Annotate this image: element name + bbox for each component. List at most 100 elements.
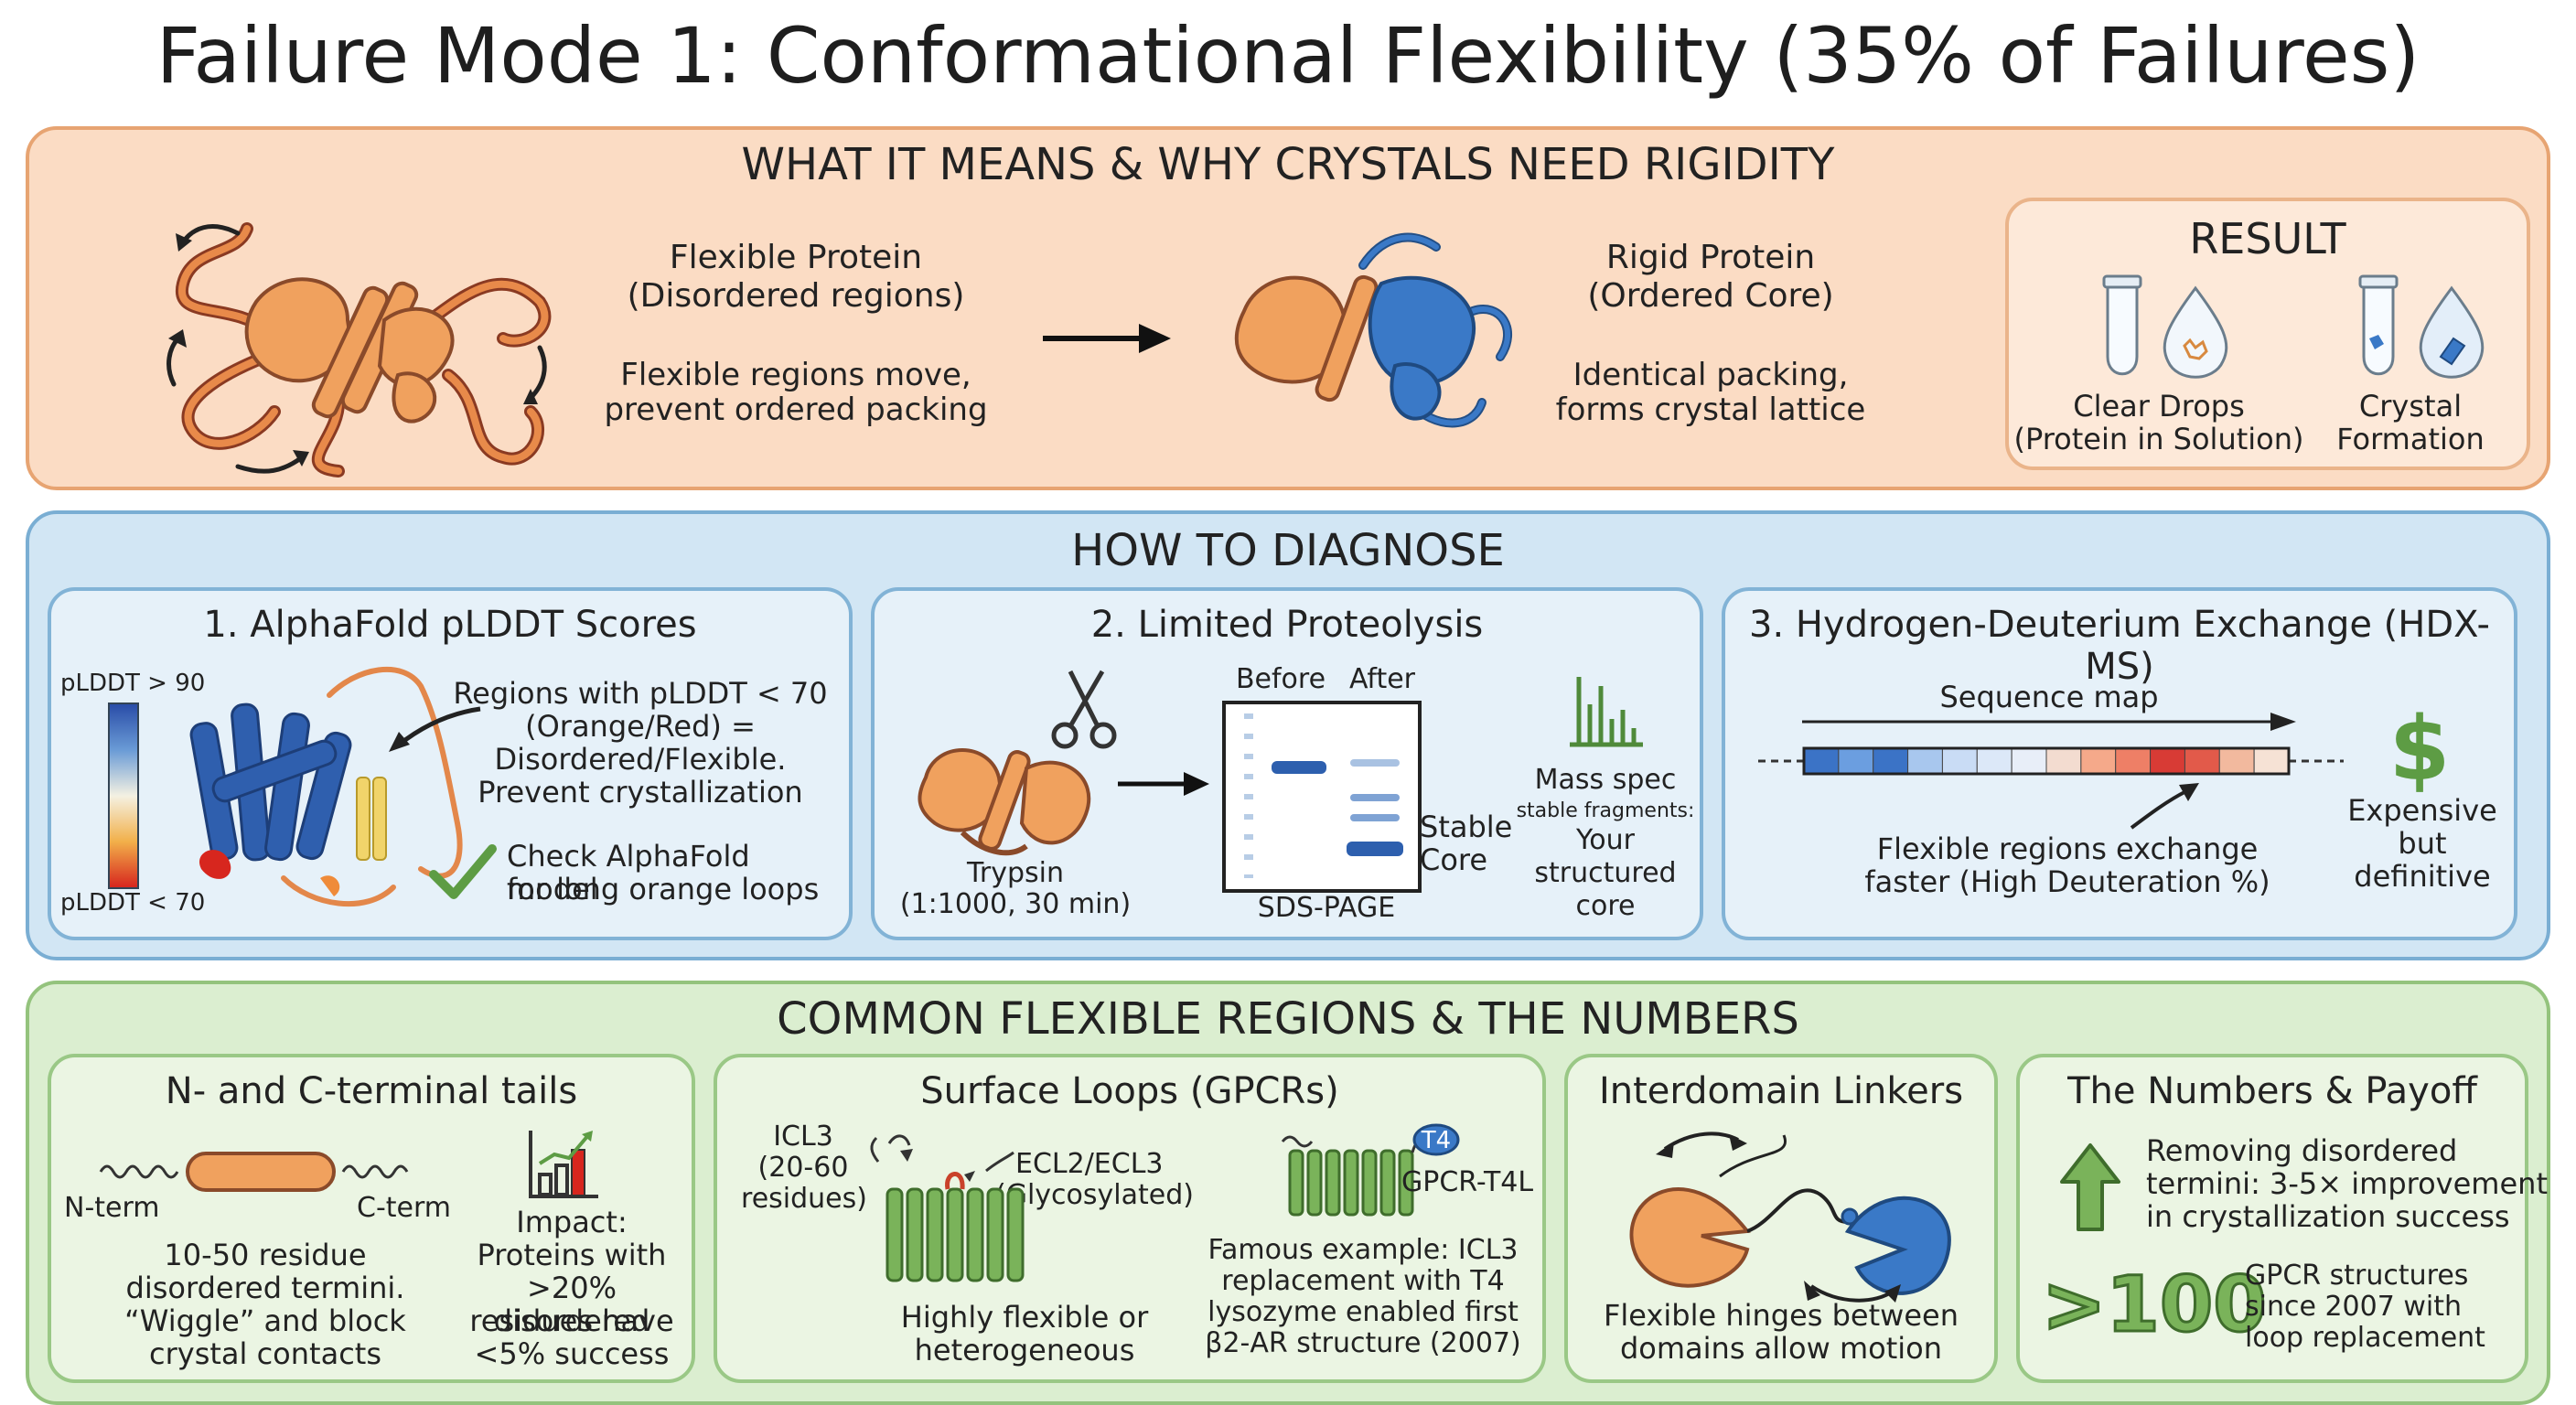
flexible-protein-title-1: Flexible Protein — [669, 239, 923, 276]
alphafold-desc-3: Disordered/Flexible. — [494, 742, 787, 777]
icl3-label-1: ICL3 — [773, 1121, 833, 1153]
hdx-cost-2: but definitive — [2354, 826, 2491, 894]
flexible-protein-illustration — [166, 222, 552, 477]
plddt-color-scale — [108, 702, 139, 889]
c-term-label: C-term — [357, 1192, 452, 1224]
structured-core-label-3: core — [1575, 890, 1636, 922]
alphafold-card: 1. AlphaFold pLDDT Scores — [48, 587, 853, 940]
surface-loops-card: Surface Loops (GPCRs) — [714, 1054, 1546, 1383]
rigid-protein-desc-1: Identical packing, — [1572, 357, 1849, 393]
trypsin-label: Trypsin — [966, 857, 1065, 889]
crystal-formation-label-2: Formation — [2336, 422, 2485, 456]
flexible-protein-desc-2: prevent ordered packing — [604, 391, 988, 428]
proteolysis-title: 2. Limited Proteolysis — [1090, 604, 1484, 646]
sequence-segment — [2080, 747, 2117, 775]
famous-example-2: replacement with T4 — [1221, 1265, 1505, 1297]
proteolysis-protein-illustration — [918, 748, 1091, 856]
right-arrow-icon — [1118, 772, 1209, 796]
interdomain-linker-illustration — [1629, 1132, 1951, 1303]
sequence-segment — [2115, 747, 2152, 775]
trypsin-conditions: (1:1000, 30 min) — [899, 888, 1132, 920]
impact-line-2: Proteins with — [477, 1238, 667, 1272]
sequence-segment — [1976, 747, 2012, 775]
stable-core-label-2: Core — [1420, 842, 1488, 877]
checkmark-icon — [429, 844, 497, 899]
linkers-desc-2: domains allow motion — [1619, 1331, 1943, 1366]
ecl-label-1: ECL2/ECL3 — [1015, 1148, 1164, 1180]
famous-example-4: β2-AR structure (2007) — [1205, 1327, 1521, 1359]
hdx-cost-1: Expensive — [2347, 793, 2497, 828]
t4-badge: T4 — [1421, 1127, 1452, 1154]
structured-core-label-1: Your — [1575, 824, 1636, 856]
icl3-label-3: residues) — [741, 1183, 867, 1215]
numbers-payoff-title: The Numbers & Payoff — [2067, 1070, 2477, 1112]
meaning-heading: WHAT IT MEANS & WHY CRYSTALS NEED RIGIDI… — [741, 139, 1835, 190]
gpcr-line-3: loop replacement — [2245, 1322, 2485, 1354]
sequence-map-arrow — [1802, 713, 2296, 731]
impact-line-5: <5% success — [474, 1336, 670, 1371]
removing-line-2: termini: 3-5× improvement — [2146, 1166, 2548, 1201]
sequence-segment — [2045, 747, 2082, 775]
terminal-tails-illustration — [99, 1152, 409, 1192]
n-term-label: N-term — [64, 1192, 160, 1224]
hdx-desc-1: Flexible regions exchange — [1876, 831, 2259, 866]
mass-spec-icon — [1570, 677, 1643, 747]
gpcr-line-1: GPCR structures — [2245, 1260, 2469, 1292]
ecl-label-2: (Glycosylated) — [995, 1179, 1194, 1211]
tails-desc-2: disordered termini. — [125, 1271, 405, 1305]
gpcr-line-2: since 2007 with — [2245, 1291, 2462, 1323]
alphafold-title: 1. AlphaFold pLDDT Scores — [203, 604, 697, 646]
sequence-segment — [2011, 747, 2047, 775]
svg-text:$: $ — [2389, 698, 2451, 800]
up-arrow-icon — [2060, 1143, 2120, 1231]
interdomain-linkers-title: Interdomain Linkers — [1598, 1070, 1964, 1112]
diagnose-heading: HOW TO DIAGNOSE — [1071, 525, 1505, 576]
sequence-segment — [2253, 747, 2290, 775]
sequence-segment — [2150, 747, 2185, 775]
impact-line-3: >20% disordered — [493, 1271, 650, 1338]
linkers-desc-1: Flexible hinges between — [1604, 1298, 1959, 1333]
sequence-segment — [1907, 747, 1943, 775]
gel-after-label: After — [1348, 663, 1416, 695]
hdx-desc-2: faster (High Deuteration %) — [1864, 864, 2270, 899]
scissors-icon — [1051, 670, 1117, 749]
sds-page-label: SDS-PAGE — [1257, 892, 1396, 924]
alphafold-desc-2: (Orange/Red) = — [525, 709, 756, 744]
sequence-segment — [1873, 747, 1909, 775]
loops-flex-2: heterogeneous — [914, 1333, 1135, 1367]
alphafold-desc-4: Prevent crystallization — [478, 775, 803, 810]
clear-drop-tube-icon — [2102, 274, 2228, 379]
gpcr-t4l-illustration — [1281, 1123, 1460, 1217]
sequence-segment — [1803, 747, 1840, 775]
page-title: Failure Mode 1: Conformational Flexibili… — [156, 11, 2420, 101]
rigid-protein-illustration — [1234, 232, 1513, 428]
stable-core-label-1: Stable — [1420, 810, 1513, 844]
clear-drops-label-2: (Protein in Solution) — [2013, 422, 2304, 456]
removing-line-1: Removing disordered — [2146, 1133, 2458, 1168]
gpcr-structure-count: >100 — [2041, 1260, 2269, 1350]
crystal-drop-tube-icon — [2358, 274, 2485, 379]
tails-desc-4: crystal contacts — [149, 1336, 381, 1371]
gel-before-label: Before — [1235, 663, 1326, 695]
right-arrow-icon — [1043, 324, 1171, 353]
icl3-label-2: (20-60 — [757, 1152, 849, 1184]
alphafold-structure-illustration — [189, 666, 463, 907]
sequence-segment — [2218, 747, 2255, 775]
sequence-segment — [1941, 747, 1978, 775]
pointer-arrow-icon — [2130, 783, 2199, 830]
structured-core-label-2: structured — [1534, 857, 1677, 889]
pointer-arrow-icon — [389, 706, 481, 752]
rigid-protein-title-1: Rigid Protein — [1605, 239, 1816, 276]
rigid-protein-desc-2: forms crystal lattice — [1555, 391, 1866, 428]
alphafold-desc-1: Regions with pLDDT < 70 — [453, 676, 828, 711]
terminal-tails-card: N- and C-terminal tails — [48, 1054, 695, 1383]
sequence-map-bar — [1758, 746, 2344, 776]
sequence-segment — [2184, 747, 2220, 775]
famous-example-1: Famous example: ICL3 — [1208, 1234, 1519, 1266]
sequence-map-label: Sequence map — [1939, 680, 2159, 714]
loops-flex-1: Highly flexible or — [900, 1300, 1149, 1335]
sequence-segment — [1838, 747, 1874, 775]
flexible-protein-title-2: (Disordered regions) — [627, 277, 965, 315]
impact-line-1: Impact: — [516, 1205, 628, 1239]
mass-spec-label: Mass spec — [1534, 764, 1677, 796]
